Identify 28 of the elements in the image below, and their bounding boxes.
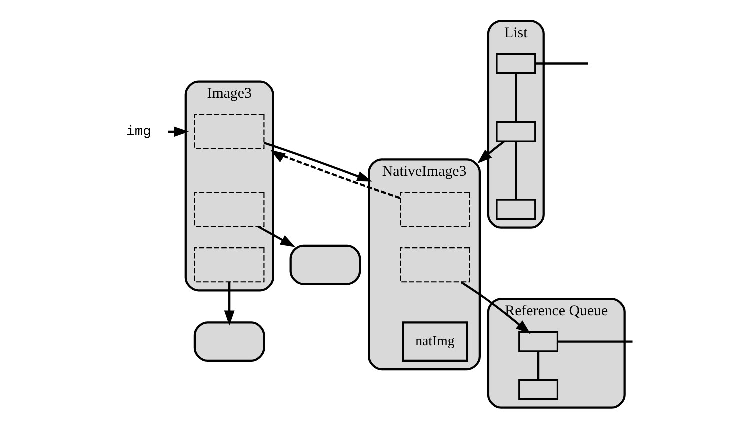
node-box [400, 192, 470, 228]
node-box [194, 192, 264, 228]
node-box [496, 122, 536, 142]
connector [534, 62, 588, 65]
arrow [257, 226, 295, 248]
node-box: natImg [402, 322, 468, 362]
node-box [496, 199, 536, 220]
arrow [477, 140, 504, 164]
node-box [194, 248, 264, 283]
arrow [270, 150, 400, 200]
node-box [289, 244, 361, 286]
arrow [263, 142, 372, 182]
connector [514, 142, 517, 200]
arrow [224, 282, 234, 326]
node-box [496, 53, 536, 74]
connector [514, 73, 517, 122]
node-box [518, 379, 558, 400]
arrow [168, 126, 189, 138]
node-box [193, 322, 265, 362]
node-text: img [126, 124, 151, 141]
node-box [518, 331, 558, 352]
cluster: Image3 [184, 80, 274, 292]
arrow [460, 282, 530, 334]
node-box [194, 114, 264, 150]
connector [557, 340, 632, 343]
connector [536, 352, 540, 380]
node-box [400, 248, 470, 283]
cluster: Reference Queue [486, 298, 626, 409]
